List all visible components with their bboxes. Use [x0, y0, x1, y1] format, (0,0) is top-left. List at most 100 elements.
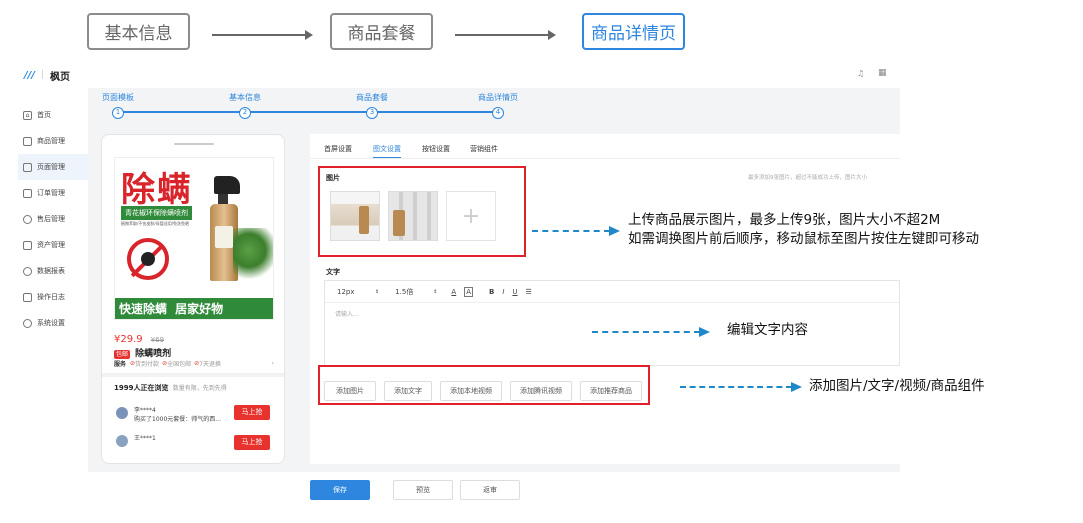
flow-step-basic-info: 基本信息	[87, 13, 190, 50]
sidebar-item-products[interactable]: 商品管理	[18, 128, 88, 154]
buyer-row-2: 王****1 马上抢	[114, 431, 274, 455]
font-color-icon[interactable]: A	[451, 287, 457, 296]
log-icon	[23, 292, 32, 302]
price-old: ¥69	[150, 336, 165, 344]
grid-icon[interactable]: ▦	[878, 68, 887, 78]
annotation-arrow-text	[592, 327, 710, 337]
flow-arrow-1	[212, 30, 313, 40]
add-image-placeholder[interactable]: +	[446, 191, 496, 241]
text-section-label: 文字	[326, 268, 340, 276]
add-image-button[interactable]: 添加图片	[324, 381, 376, 401]
grab-button[interactable]: 马上抢	[234, 435, 270, 450]
banner-bottom-text: 快速除螨 居家好物	[115, 298, 273, 319]
add-recommended-product-button[interactable]: 添加推荐商品	[580, 381, 642, 401]
image-upload-highlight	[318, 166, 526, 257]
submit-review-button[interactable]: 返审	[460, 480, 520, 500]
tab-button-settings[interactable]: 按钮设置	[422, 145, 450, 153]
box-icon	[23, 136, 32, 146]
rich-text-editor[interactable]: 12px ⇕ 1.5倍 ⇕ A A B I U ☰ 请输入...	[324, 280, 900, 366]
sidebar-item-assets[interactable]: 资产管理	[18, 232, 88, 258]
home-icon: ⌂	[23, 110, 32, 120]
order-icon	[23, 188, 32, 198]
sidebar-item-pages[interactable]: 页面管理	[18, 154, 88, 180]
browsing-row: 1999人正在浏览 数量有限，先到先得	[114, 383, 227, 393]
divider	[102, 373, 284, 377]
price: ¥29.9	[114, 334, 143, 345]
phone-preview: 除螨 青花椒环保除螨喷剂 植物萃取/不伤皮肤/母婴适用/免洗免晒 快速除螨 居家…	[101, 134, 285, 464]
chevron-down-icon: ⇕	[433, 288, 438, 295]
add-local-video-button[interactable]: 添加本地视频	[440, 381, 502, 401]
peppercorn-image	[233, 228, 273, 284]
text-input-placeholder: 请输入...	[335, 311, 359, 318]
check-icon: ⊘	[162, 360, 168, 367]
sidebar-item-logs[interactable]: 操作日志	[18, 284, 88, 310]
bold-icon[interactable]: B	[489, 287, 495, 296]
sidebar: ⌂首页 商品管理 页面管理 订单管理 售后管理 资产管理 数据报表 操作日志 系…	[18, 102, 88, 336]
preview-button[interactable]: 预览	[393, 480, 453, 500]
annotation-add: 添加图片/文字/视频/商品组件	[809, 378, 985, 394]
logo-divider: |	[40, 70, 45, 80]
browsing-note: 数量有限，先到先得	[172, 385, 227, 392]
product-name: 除螨喷剂	[135, 349, 172, 359]
wallet-icon	[23, 240, 32, 250]
align-icon[interactable]: ☰	[525, 287, 532, 296]
uploaded-image-1[interactable]	[330, 191, 380, 241]
phone-notch	[174, 143, 214, 145]
plus-icon: +	[461, 203, 481, 229]
brand-name: 枫页	[50, 71, 71, 83]
image-hint: 最多添加9张图片，超过不能成功上传，图片大小	[748, 175, 868, 181]
tab-image-text[interactable]: 图文设置	[373, 144, 401, 158]
tab-first-screen[interactable]: 首屏设置	[324, 145, 352, 153]
free-shipping-badge: 包邮	[114, 350, 131, 359]
flow-step-product-package: 商品套餐	[330, 13, 433, 50]
flow-step-product-detail: 商品详情页	[582, 13, 685, 50]
browsing-count: 1999人正在浏览	[114, 384, 169, 392]
sidebar-item-settings[interactable]: 系统设置	[18, 310, 88, 336]
chevron-down-icon: ⇕	[375, 288, 380, 295]
underline-icon[interactable]: U	[512, 287, 518, 296]
banner-subtitle: 青花椒环保除螨喷剂	[121, 206, 192, 220]
buyer-row-1: 李****4 购买了1000元套餐：帅气的西... 马上抢	[114, 403, 274, 427]
add-buttons-row: 添加图片 添加文字 添加本地视频 添加腾讯视频 添加推荐商品	[324, 381, 642, 401]
product-name-row: 包邮 除螨喷剂	[114, 341, 171, 360]
add-tencent-video-button[interactable]: 添加腾讯视频	[510, 381, 572, 401]
avatar	[116, 435, 128, 447]
annotation-upload-line1: 上传商品展示图片，最多上传9张，图片大小不超2M	[628, 212, 941, 228]
avatar	[116, 407, 128, 419]
progress-line	[118, 111, 502, 113]
service-row[interactable]: 服务 ⊘货到付款 ⊘全国包邮 ⊘7天退换 ›	[114, 360, 274, 368]
sidebar-item-home[interactable]: ⌂首页	[18, 102, 88, 128]
background-color-icon[interactable]: A	[464, 286, 473, 297]
logo-icon: ///	[24, 69, 35, 81]
save-button[interactable]: 保存	[310, 480, 370, 500]
product-banner: 除螨 青花椒环保除螨喷剂 植物萃取/不伤皮肤/母婴适用/免洗免晒 快速除螨 居家…	[114, 157, 274, 320]
sidebar-item-reports[interactable]: 数据报表	[18, 258, 88, 284]
clock-icon	[23, 266, 32, 276]
grab-button[interactable]: 马上抢	[234, 405, 270, 420]
banner-small-text: 植物萃取/不伤皮肤/母婴适用/免洗免晒	[121, 221, 190, 226]
flow-arrow-2	[455, 30, 556, 40]
add-text-button[interactable]: 添加文字	[384, 381, 432, 401]
chevron-right-icon: ›	[271, 360, 274, 367]
uploaded-image-2[interactable]	[388, 191, 438, 241]
italic-icon[interactable]: I	[502, 287, 505, 296]
editor-panel: 首屏设置 图文设置 按钮设置 营销组件 图片 最多添加9张图片，超过不能成功上传…	[310, 134, 900, 464]
no-mite-icon	[127, 238, 169, 280]
add-buttons-highlight	[318, 365, 650, 405]
user-icon	[23, 214, 32, 224]
image-section-label: 图片	[326, 174, 340, 182]
sidebar-item-orders[interactable]: 订单管理	[18, 180, 88, 206]
line-height-select[interactable]: 1.5倍	[395, 287, 414, 296]
tab-marketing[interactable]: 营销组件	[470, 145, 498, 153]
price-row: ¥29.9 ¥69	[114, 327, 164, 346]
annotation-upload-line2: 如需调换图片前后顺序，移动鼠标至图片按住左键即可移动	[628, 231, 979, 247]
banner-title: 除螨	[121, 170, 193, 210]
font-size-select[interactable]: 12px	[337, 287, 355, 296]
bell-icon[interactable]: ♫	[857, 69, 865, 78]
annotation-text: 编辑文字内容	[727, 322, 808, 338]
sidebar-item-aftersales[interactable]: 售后管理	[18, 206, 88, 232]
